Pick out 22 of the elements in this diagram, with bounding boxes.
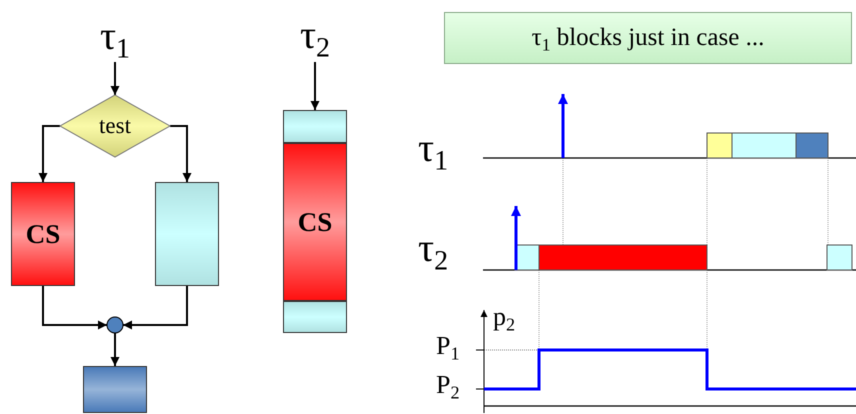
arrow xyxy=(38,125,60,182)
arrow xyxy=(170,125,192,182)
tick-label: P$_{1}$ xyxy=(436,333,460,363)
arrow xyxy=(123,286,188,330)
task-label: τ$_{1}$ xyxy=(85,10,145,62)
critical-section-block: CS xyxy=(11,182,75,286)
arrow xyxy=(310,62,320,110)
arrow xyxy=(110,333,120,366)
code-block xyxy=(283,301,347,333)
code-block xyxy=(283,110,347,143)
critical-section-block: CS xyxy=(283,143,347,301)
code-block xyxy=(83,366,147,413)
task-label: τ$_{2}$ xyxy=(285,8,345,62)
task-label: τ$_{1}$ xyxy=(418,128,448,176)
arrow xyxy=(110,62,120,95)
axis-label: p$_{2}$ xyxy=(493,304,516,334)
tick-label: P$_{2}$ xyxy=(436,372,460,402)
arrow xyxy=(42,286,107,330)
note-banner: τ$_{1}$ blocks just in case ... xyxy=(444,12,852,64)
decision-label: test xyxy=(99,113,131,139)
code-block xyxy=(155,182,219,286)
task-label: τ$_{2}$ xyxy=(418,228,448,276)
